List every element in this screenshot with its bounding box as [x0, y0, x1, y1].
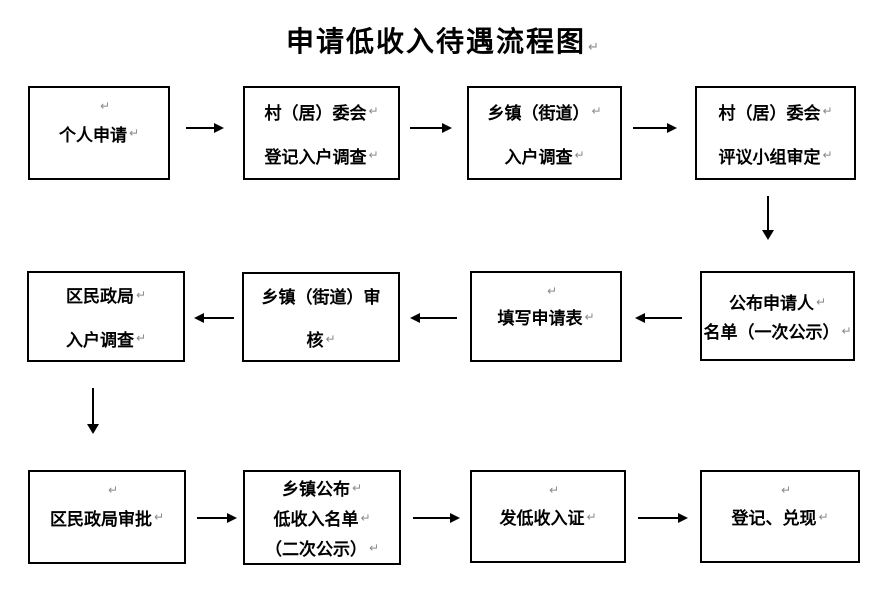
node-village-committee-register-survey: 村（居）委会↵ 登记入户调查↵: [243, 86, 400, 180]
paragraph-mark: ↵: [135, 287, 147, 302]
node-label: 入户调查: [504, 147, 573, 167]
arrow-issue-certificate-to-register-redeem: [638, 513, 688, 523]
paragraph-mark: ↵: [547, 284, 558, 298]
paragraph-mark: ↵: [818, 509, 829, 524]
node-label: 乡镇（街道）审: [261, 288, 381, 307]
paragraph-mark: ↵: [100, 99, 111, 113]
node-label: 公布申请人: [728, 294, 814, 313]
node-district-civil-affairs-household-survey: 区民政局↵ 入户调查↵: [27, 271, 185, 362]
paragraph-mark: ↵: [325, 331, 336, 346]
paragraph-mark: ↵: [591, 104, 602, 118]
paragraph-mark: ↵: [108, 483, 119, 497]
paragraph-mark: ↵: [135, 331, 147, 346]
paragraph-mark: ↵: [368, 540, 380, 555]
node-label: 低收入名单: [273, 510, 359, 529]
node-label: 个人申请: [58, 125, 127, 145]
node-village-committee-review-group: 村（居）委会↵ 评议小组审定↵: [695, 86, 856, 180]
node-issue-low-income-certificate: ↵ 发低收入证↵: [470, 470, 626, 563]
node-label: 乡镇公布: [281, 480, 350, 499]
node-label: 村（居）委会: [264, 103, 367, 123]
arrow-personal-to-village-register: [186, 123, 224, 133]
arrow-township-survey-to-review-group: [633, 123, 677, 133]
paragraph-mark: ↵: [586, 509, 597, 524]
arrow-township-publish-to-issue-certificate: [413, 513, 460, 523]
paragraph-mark: ↵: [584, 309, 595, 324]
arrow-publish-list-to-fill-form: [635, 313, 682, 323]
node-label: 登记入户调查: [264, 147, 367, 167]
arrow-district-survey-to-district-approval: [87, 388, 99, 434]
node-fill-application-form: ↵ 填写申请表↵: [470, 271, 622, 362]
node-township-household-survey: 乡镇（街道）↵ 入户调查↵: [467, 86, 622, 180]
node-label: 乡镇（街道）: [487, 103, 590, 123]
paragraph-mark: ↵: [368, 148, 379, 162]
page-title: 申请低收入待遇流程图↵: [0, 20, 885, 60]
arrow-district-approval-to-township-publish: [197, 513, 237, 523]
node-label: 登记、兑现: [731, 509, 817, 528]
paragraph-mark: ↵: [588, 40, 599, 55]
arrow-review-group-to-publish-list: [762, 196, 774, 240]
node-label: 区民政局: [65, 287, 134, 307]
paragraph-mark: ↵: [841, 323, 852, 338]
paragraph-mark: ↵: [351, 480, 363, 495]
node-township-publish-low-income-list: 乡镇公布↵ 低收入名单↵ （二次公示）↵: [243, 470, 401, 565]
paragraph-mark: ↵: [128, 126, 140, 140]
node-publish-applicant-list: 公布申请人↵ 名单（一次公示）↵: [700, 271, 855, 361]
node-label: （二次公示）: [264, 540, 367, 559]
node-register-redeem: ↵ 登记、兑现↵: [700, 470, 860, 563]
arrow-fill-form-to-township-review: [410, 313, 457, 323]
paragraph-mark: ↵: [822, 104, 833, 118]
paragraph-mark: ↵: [815, 294, 827, 309]
node-label: 名单（一次公示）: [703, 323, 840, 342]
paragraph-mark: ↵: [822, 148, 833, 162]
node-personal-application: ↵ 个人申请↵: [28, 86, 170, 180]
paragraph-mark: ↵: [368, 104, 379, 118]
node-district-civil-affairs-approval: ↵ 区民政局审批↵: [28, 470, 186, 564]
paragraph-mark: ↵: [781, 483, 792, 497]
node-label: 入户调查: [65, 330, 134, 350]
paragraph-mark: ↵: [574, 148, 585, 162]
arrow-township-review-to-district-survey: [194, 313, 234, 323]
node-label: 村（居）委会: [718, 103, 821, 123]
node-label: 核: [306, 331, 324, 350]
paragraph-mark: ↵: [549, 483, 560, 497]
node-label: 发低收入证: [499, 509, 585, 528]
page-title-text: 申请低收入待遇流程图: [286, 27, 587, 58]
node-label: 填写申请表: [497, 309, 583, 328]
paragraph-mark: ↵: [360, 510, 371, 525]
node-township-review: 乡镇（街道）审 核↵: [242, 272, 400, 362]
paragraph-mark: ↵: [153, 510, 165, 524]
node-label: 评议小组审定: [718, 147, 821, 167]
arrow-village-register-to-township-survey: [410, 123, 452, 133]
node-label: 区民政局审批: [49, 509, 152, 529]
